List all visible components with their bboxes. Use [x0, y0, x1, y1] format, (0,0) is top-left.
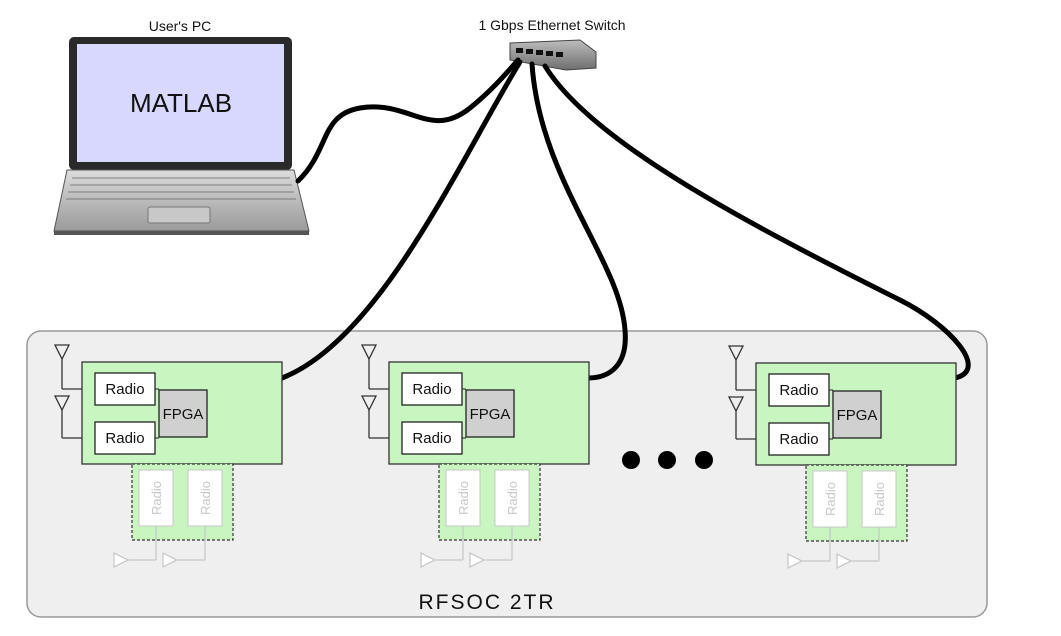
radio-label: Radio — [149, 481, 164, 515]
radio-label: Radio — [823, 482, 838, 516]
cable-switch-to-board-2 — [529, 61, 628, 381]
matlab-label: MATLAB — [130, 88, 232, 118]
switch-label: 1 Gbps Ethernet Switch — [478, 17, 625, 33]
fpga-label: FPGA — [837, 407, 878, 424]
fpga-label: FPGA — [470, 406, 511, 423]
board-1: Radio Radio FPGA Radio Radio — [53, 344, 283, 569]
pc-label: User's PC — [149, 18, 212, 34]
ethernet-switch — [509, 39, 597, 71]
laptop-screen — [77, 44, 284, 162]
radio-label: Radio — [105, 381, 144, 398]
radio-label: Radio — [779, 431, 818, 448]
radio-label: Radio — [198, 481, 213, 515]
cable-pc-to-switch — [295, 57, 521, 184]
radio-label: Radio — [872, 482, 887, 516]
radio-label: Radio — [456, 481, 471, 515]
radio-label: Radio — [412, 381, 451, 398]
laptop-trackpad — [147, 206, 211, 224]
ellipsis-dots — [622, 451, 713, 469]
board-3: Radio Radio FPGA Radio Radio — [727, 345, 957, 570]
users-pc-laptop — [53, 37, 310, 235]
ghost-antenna-icon — [420, 526, 513, 569]
radio-label: Radio — [105, 430, 144, 447]
platform-label: RFSOC 2TR — [418, 591, 555, 614]
cable-switch-to-board-3 — [542, 63, 971, 381]
radio-label: Radio — [505, 481, 520, 515]
cable-switch-to-board-1 — [279, 59, 523, 381]
antenna-icon — [53, 344, 95, 439]
ghost-antenna-icon — [787, 527, 880, 570]
fpga-label: FPGA — [163, 406, 204, 423]
radio-label: Radio — [779, 382, 818, 399]
board-2: Radio Radio FPGA Radio Radio — [360, 344, 590, 569]
ghost-antenna-icon — [113, 526, 206, 569]
radio-label: Radio — [412, 430, 451, 447]
